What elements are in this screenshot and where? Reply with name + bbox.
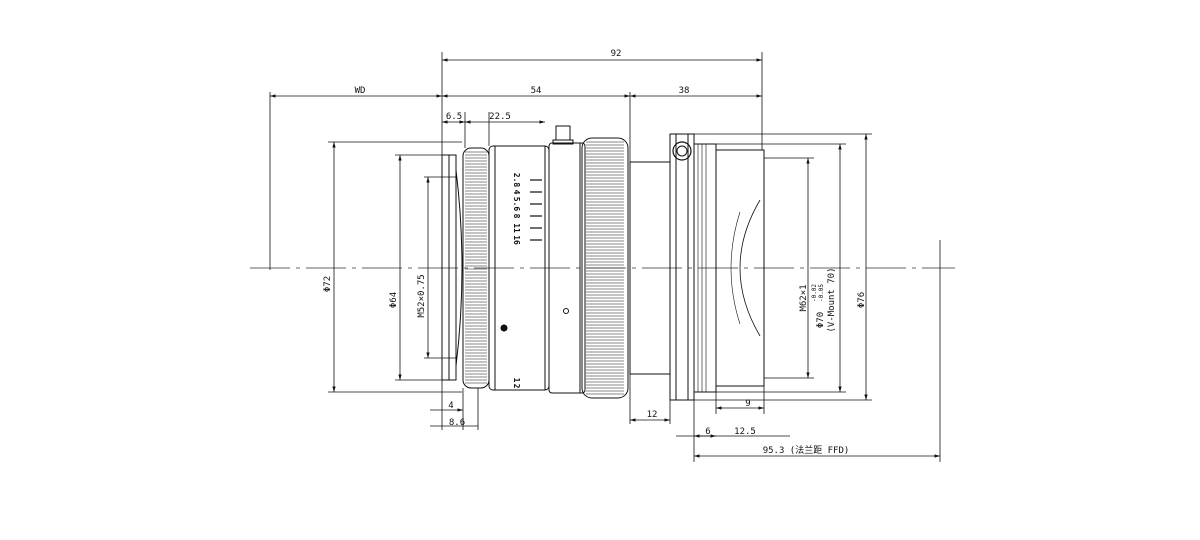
rear-glass-curve — [739, 199, 761, 337]
aperture-label: 4 — [512, 190, 521, 195]
dim-diameter-76: Φ76 — [857, 292, 867, 308]
lens-body — [441, 125, 765, 401]
dim-bottom-4: 4 — [448, 401, 453, 411]
dim-filter-thread: M52×0.75 — [417, 274, 427, 317]
flange-screw — [672, 141, 692, 161]
dim-mount-thread: M62×1 — [799, 284, 809, 311]
dim-mount-tol-upper: -0.02 — [811, 284, 818, 302]
dim-front-length: 54 — [531, 86, 542, 96]
lock-screw — [555, 125, 571, 141]
dim-front-step: 6.5 — [446, 112, 462, 122]
barrel-marks: 12 — [512, 378, 521, 389]
dim-bottom-12-5: 12.5 — [734, 427, 756, 437]
aperture-label: 2.8 — [512, 173, 521, 188]
mount-flange — [669, 133, 695, 401]
dimension-lines — [269, 52, 941, 462]
aperture-scale: 2.8 4 5.6 8 11 16 — [512, 173, 521, 245]
dim-back-length: 38 — [679, 86, 690, 96]
barrel-mark: 2 — [512, 384, 521, 389]
dim-mount-diameter: Φ70 — [816, 312, 826, 328]
barrel-mark: 1 — [512, 378, 521, 383]
dim-bottom-6: 6 — [705, 427, 710, 437]
focus-barrel — [548, 142, 586, 394]
dim-mount-name: (V-Mount 70) — [827, 267, 837, 332]
dim-diameter-72: Φ72 — [323, 276, 333, 292]
dim-total-length: 92 — [611, 49, 622, 59]
dim-diameter-64: Φ64 — [389, 292, 399, 308]
rear-focus-ring — [581, 137, 629, 399]
dim-bottom-9: 9 — [745, 399, 750, 409]
aperture-label: 5.6 — [512, 197, 521, 212]
aperture-label: 8 — [512, 214, 521, 219]
aperture-label: 11 — [512, 223, 521, 233]
dim-wd: WD — [355, 86, 366, 96]
aperture-label: 16 — [512, 235, 521, 245]
dim-flange-distance: 95.3 (法兰距 FFD) — [763, 444, 850, 456]
dim-bottom-8-6: 8.6 — [449, 418, 465, 428]
dim-ring-offset: 22.5 — [489, 112, 511, 122]
dim-bottom-12: 12 — [647, 410, 658, 420]
dim-mount-tol-lower: -0.05 — [818, 284, 825, 302]
